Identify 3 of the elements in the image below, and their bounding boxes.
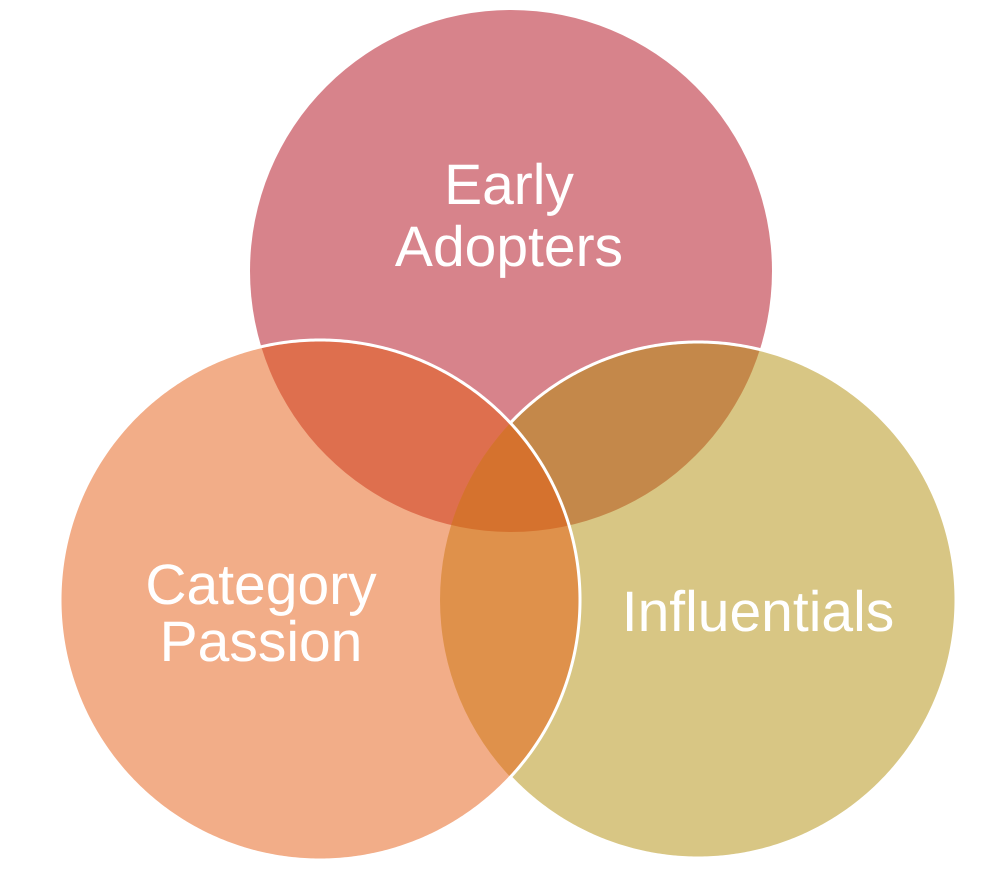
circle-label: Early Adopters <box>394 154 624 278</box>
circle-label: Influentials <box>620 582 896 642</box>
circle-label: Category Passion <box>144 557 378 671</box>
